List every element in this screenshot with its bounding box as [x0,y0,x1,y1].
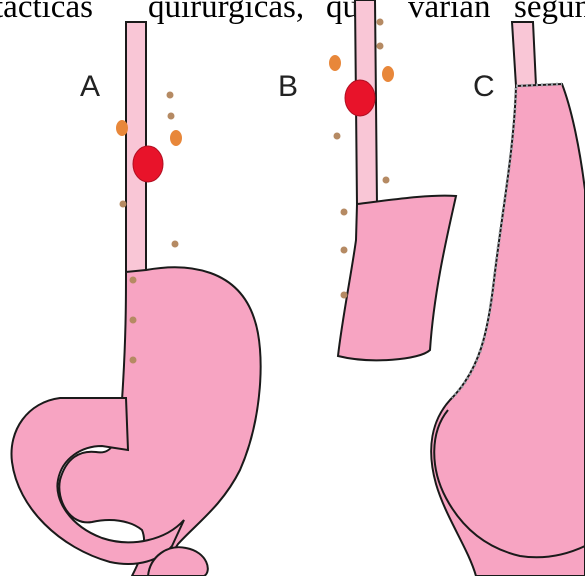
panel-b: B [278,0,456,360]
lymph-node-large-b-2 [382,66,394,82]
tumor-b [345,80,375,116]
gastric-remnant-b [338,196,456,361]
esophagus-c [512,22,536,86]
panel-label-b: B [278,70,298,103]
panel-label-c: C [473,70,495,103]
lymph-node-small-a-1 [167,92,174,99]
panel-label-a: A [80,70,100,103]
caption-word-1: tácticas [0,0,93,25]
panel-a: A [11,22,260,576]
lymph-node-large-a-2 [170,130,182,146]
lymph-node-small-b-6 [341,247,348,254]
lymph-node-small-b-2 [377,43,384,50]
tumor-a [133,146,163,182]
lymph-node-small-a-3 [120,201,127,208]
lymph-node-small-a-2 [168,113,175,120]
lymph-node-small-a-5 [130,277,137,284]
lymph-node-small-b-1 [377,19,384,26]
lymph-node-small-a-6 [130,317,137,324]
lymph-node-small-b-3 [334,133,341,140]
lymph-node-large-a-1 [116,120,128,136]
caption-word-4: varían [408,0,490,25]
caption-fragment: tácticas quirúrgicas, que varían según [0,0,585,25]
gastric-conduit-c [431,84,585,576]
lymph-node-small-b-4 [383,177,390,184]
panel-c: C [431,22,585,576]
lymph-node-small-a-4 [172,241,179,248]
caption-word-2: quirúrgicas, [148,0,304,25]
lymph-node-small-b-5 [341,209,348,216]
lymph-node-small-a-7 [130,357,137,364]
lymph-node-large-b-1 [329,55,341,71]
lymph-node-small-b-7 [341,292,348,299]
